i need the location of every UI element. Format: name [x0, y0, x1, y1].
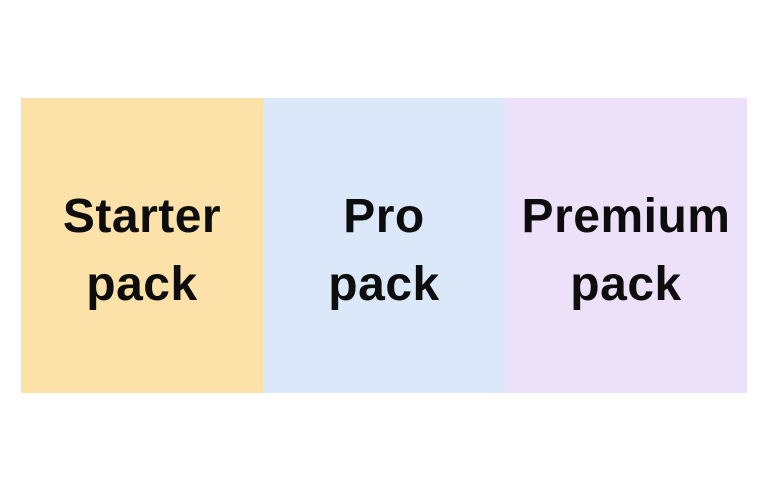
panel-premium-pack[interactable]: Premium pack	[505, 98, 747, 393]
pack-label: Premium pack	[522, 173, 731, 319]
pack-name: Pro	[343, 189, 425, 243]
pack-word: pack	[570, 257, 682, 311]
pack-word: pack	[328, 257, 440, 311]
pack-label: Pro pack	[328, 173, 439, 319]
panel-pro-pack[interactable]: Pro pack	[263, 98, 505, 393]
panel-starter-pack[interactable]: Starter pack	[21, 98, 263, 393]
pack-name: Starter	[62, 189, 222, 243]
pack-label: Starter pack	[63, 173, 221, 319]
pack-word: pack	[86, 257, 198, 311]
pack-panels-row: Starter pack Pro pack Premium pack	[21, 98, 747, 393]
pack-name: Premium	[521, 189, 731, 243]
